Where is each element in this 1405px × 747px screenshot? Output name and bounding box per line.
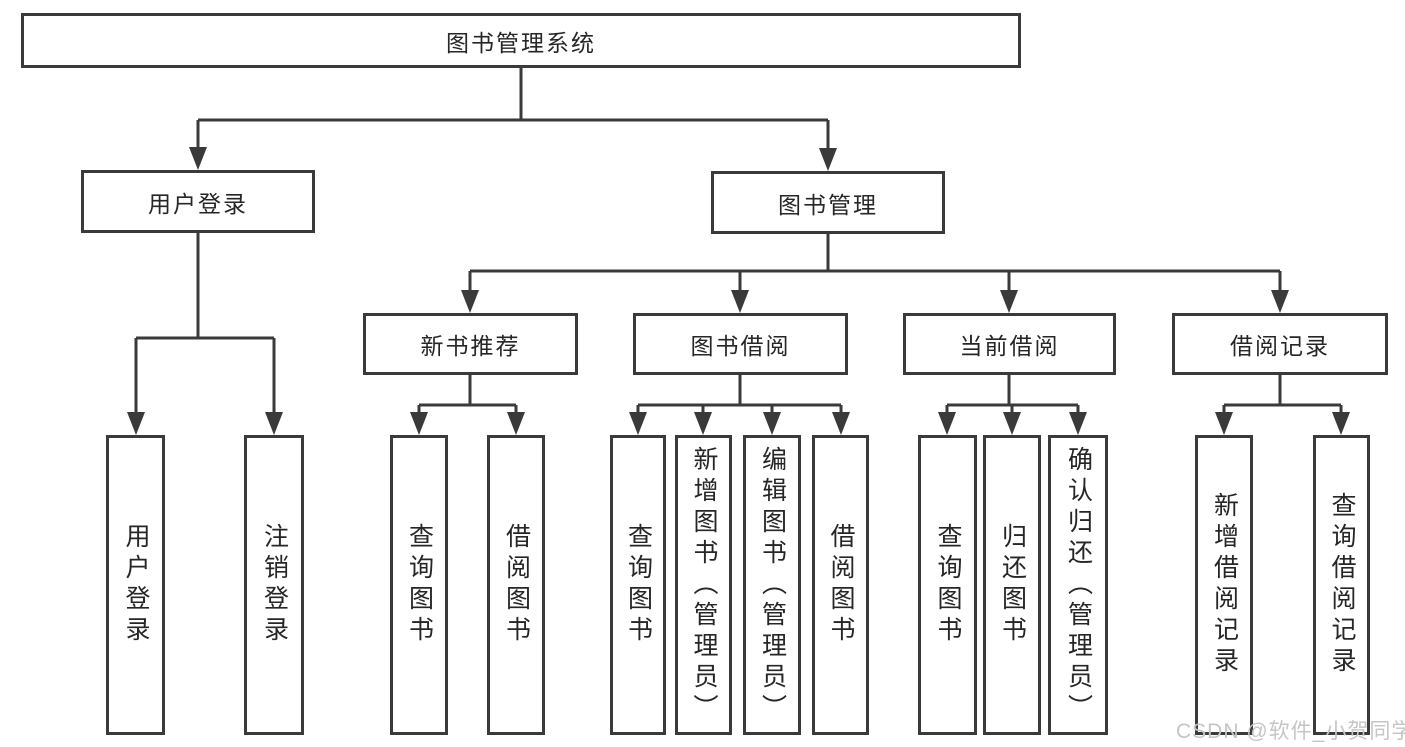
node-book-borrow-label: 图书借阅 [690, 333, 791, 359]
leaf-add-book-admin: 新增图书（管理员） [675, 435, 732, 735]
leaf-borrow-books-recommend: 借阅图书 [487, 435, 545, 735]
leaf-query-books-borrow: 查询图书 [610, 435, 666, 735]
leaf-return-book-label: 归还图书 [998, 523, 1027, 647]
leaf-query-books-current: 查询图书 [918, 435, 977, 735]
arrowhead-down-icon [1271, 290, 1289, 313]
arrowhead-down-icon [461, 290, 479, 313]
leaf-borrow-books: 借阅图书 [812, 435, 869, 735]
connector-book-borrow-to-leaves [629, 375, 850, 435]
leaf-confirm-return-admin-label: 确认归还（管理员） [1064, 445, 1093, 725]
arrowhead-down-icon [694, 412, 712, 435]
leaf-logout: 注销登录 [244, 435, 304, 735]
connector-book-management-to-level3 [461, 234, 1289, 313]
connector-line [636, 375, 843, 417]
connector-borrow-records-to-leaves [1215, 375, 1350, 435]
connector-line [468, 234, 1282, 295]
arrowhead-down-icon [832, 412, 850, 435]
leaf-borrow-books-recommend-label: 借阅图书 [502, 523, 531, 647]
node-book-management-label: 图书管理 [778, 191, 878, 218]
arrowhead-down-icon [189, 147, 207, 170]
node-user-login-label: 用户登录 [148, 190, 248, 217]
leaf-edit-book-admin-label: 编辑图书（管理员） [758, 445, 787, 725]
node-new-book-recommend-label: 新书推荐 [420, 333, 521, 359]
arrowhead-down-icon [410, 412, 428, 435]
connector-root-to-level2 [189, 68, 837, 171]
arrowhead-down-icon [763, 412, 781, 435]
arrowhead-down-icon [1215, 412, 1233, 435]
leaf-query-borrow-record-label: 查询借阅记录 [1328, 492, 1356, 678]
node-borrow-records: 借阅记录 [1172, 313, 1388, 375]
leaf-query-books-current-label: 查询图书 [934, 523, 962, 647]
node-current-borrow-label: 当前借阅 [959, 333, 1060, 359]
node-root-label: 图书管理系统 [446, 29, 596, 56]
leaf-query-books-recommend: 查询图书 [390, 435, 448, 735]
arrowhead-down-icon [1069, 412, 1087, 435]
leaf-edit-book-admin: 编辑图书（管理员） [743, 435, 801, 735]
arrowhead-down-icon [507, 412, 525, 435]
leaf-query-books-recommend-label: 查询图书 [405, 523, 434, 647]
arrowhead-down-icon [265, 412, 283, 435]
connector-current-borrow-to-leaves [938, 375, 1087, 435]
connector-line [1222, 375, 1343, 417]
arrowhead-down-icon [819, 148, 837, 171]
arrowhead-down-icon [629, 412, 647, 435]
leaf-confirm-return-admin: 确认归还（管理员） [1048, 435, 1108, 735]
leaf-user-login: 用户登录 [106, 435, 165, 735]
leaf-return-book: 归还图书 [983, 435, 1041, 735]
arrowhead-down-icon [731, 290, 749, 313]
watermark: CSDN @软件_小贺同学 [1176, 720, 1405, 743]
arrowhead-down-icon [938, 412, 956, 435]
arrowhead-down-icon [1003, 412, 1021, 435]
leaf-user-login-label: 用户登录 [122, 523, 150, 647]
connector-new-book-recommend-to-leaves [410, 375, 525, 435]
connector-line [196, 68, 830, 153]
leaf-borrow-books-label: 借阅图书 [827, 523, 855, 647]
node-current-borrow: 当前借阅 [903, 313, 1116, 375]
connector-line [134, 233, 276, 417]
leaf-query-borrow-record: 查询借阅记录 [1313, 435, 1370, 735]
arrowhead-down-icon [1332, 412, 1350, 435]
leaf-add-borrow-record: 新增借阅记录 [1195, 435, 1253, 735]
connector-user-login-to-leaves [127, 233, 283, 435]
arrowhead-down-icon [127, 412, 145, 435]
leaf-logout-label: 注销登录 [260, 523, 289, 647]
leaf-query-books-borrow-label: 查询图书 [624, 523, 653, 647]
node-user-login: 用户登录 [81, 170, 315, 233]
node-book-borrow: 图书借阅 [633, 313, 848, 375]
connector-line [945, 375, 1080, 417]
node-book-management: 图书管理 [711, 171, 945, 234]
node-root: 图书管理系统 [21, 13, 1021, 68]
node-new-book-recommend: 新书推荐 [363, 313, 578, 375]
node-borrow-records-label: 借阅记录 [1230, 333, 1330, 359]
leaf-add-borrow-record-label: 新增借阅记录 [1210, 492, 1239, 678]
connector-line [417, 375, 518, 417]
arrowhead-down-icon [1000, 290, 1018, 313]
leaf-add-book-admin-label: 新增图书（管理员） [690, 445, 718, 725]
